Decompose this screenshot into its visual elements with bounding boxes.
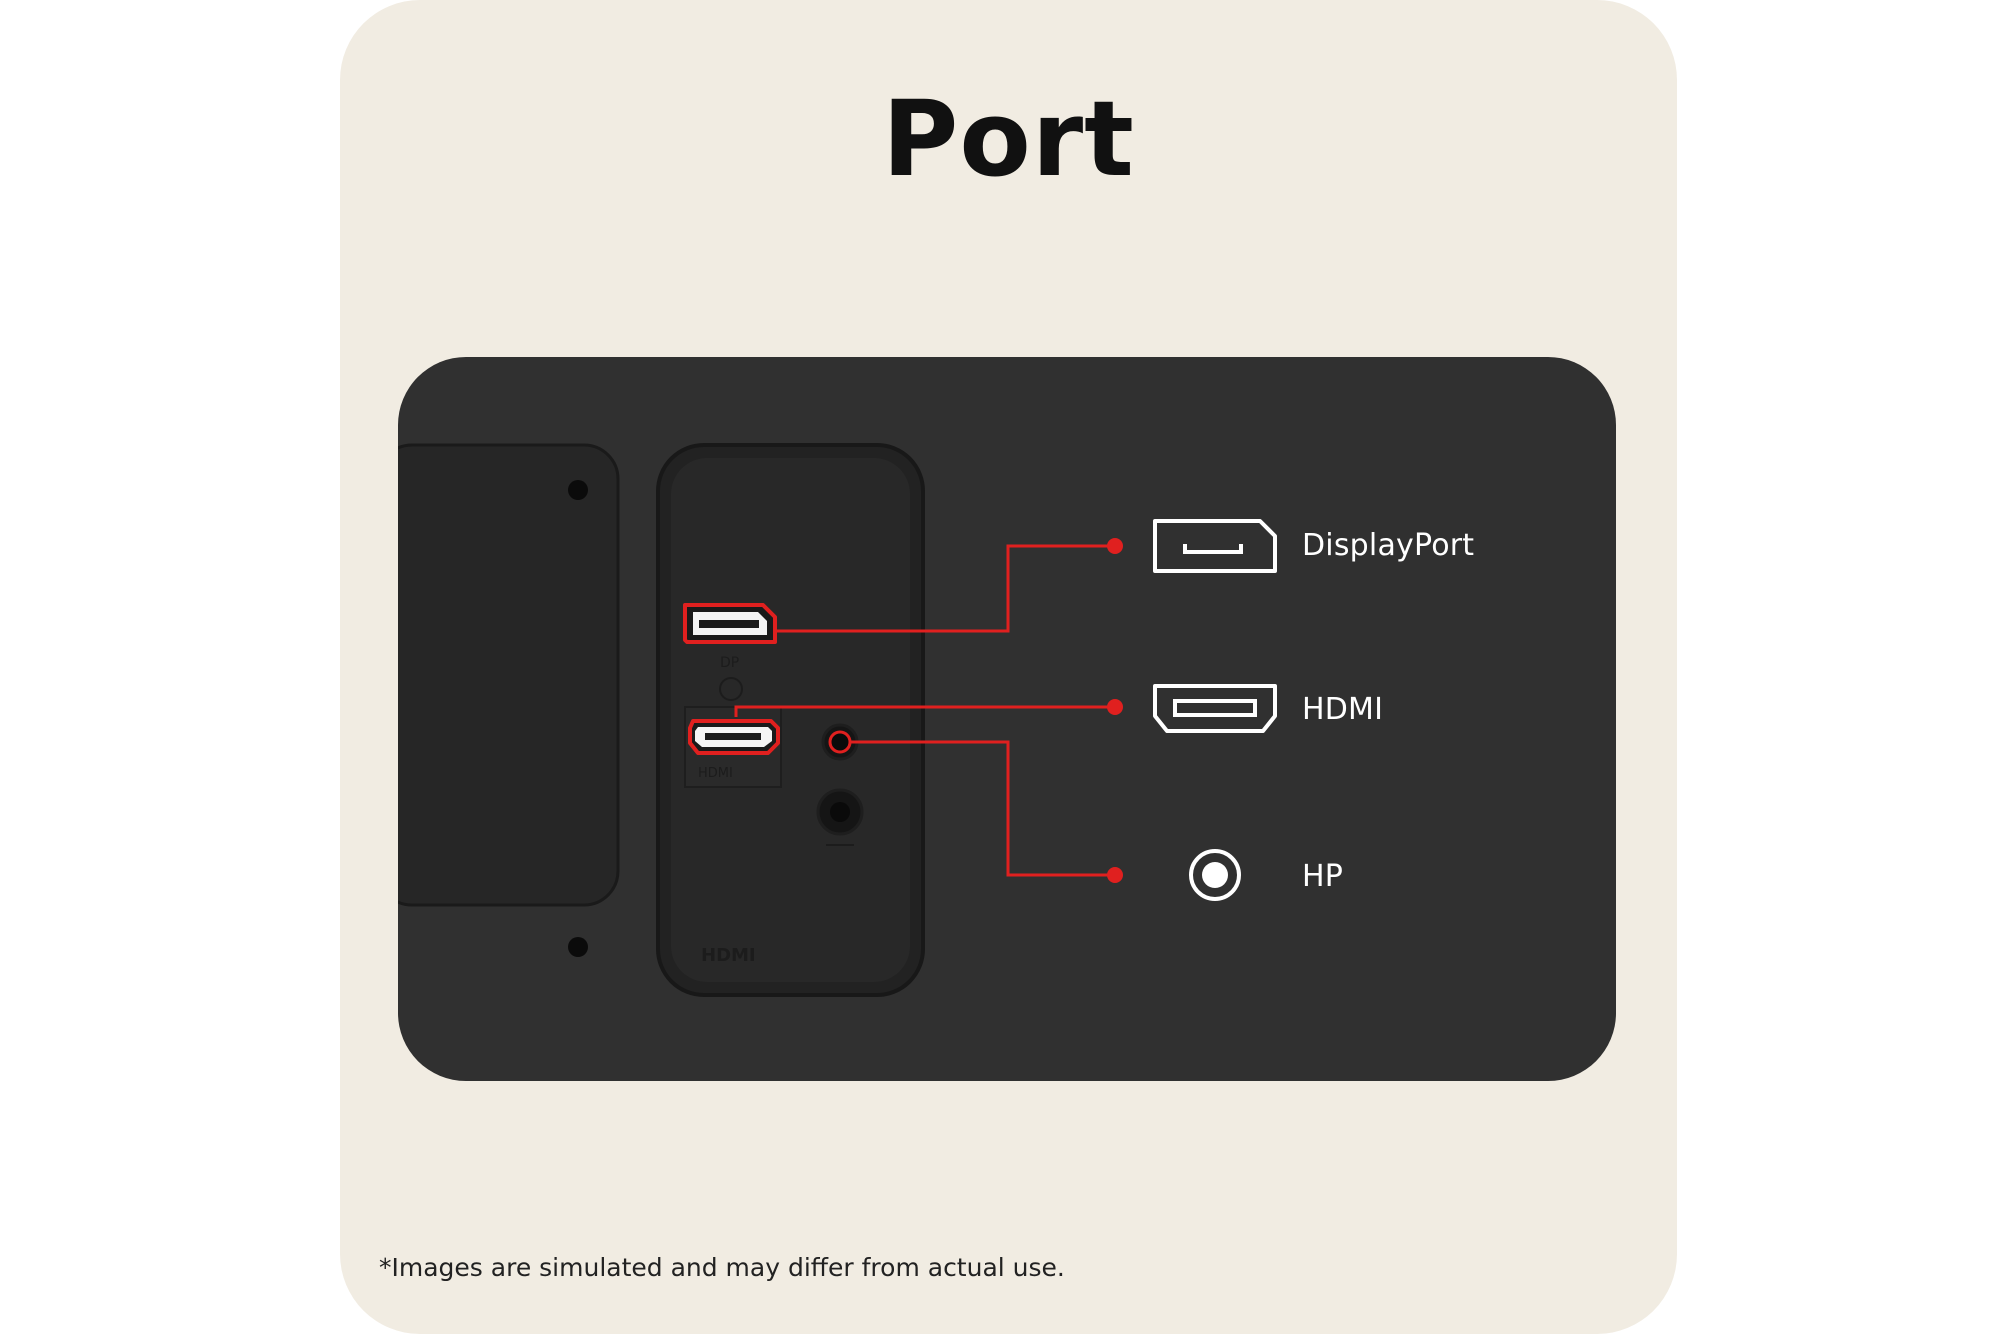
port-recess: [656, 443, 925, 997]
hdmi-icon: [1153, 684, 1277, 733]
page-title: Port: [882, 78, 1135, 200]
headphone-jack: [816, 723, 864, 846]
dp-port: DP: [683, 603, 777, 701]
cover-plate: [398, 443, 620, 957]
hdmi-port-housing: HDMI: [684, 706, 782, 788]
monitor-back-panel: DP HDMI HDMI: [398, 357, 1616, 1081]
hp-callout-dot: [1107, 867, 1123, 883]
displayport-icon: [1153, 519, 1277, 573]
svg-text:HDMI: HDMI: [698, 766, 733, 781]
screw-hole: [568, 937, 588, 957]
headphone-icon: [1189, 849, 1241, 901]
displayport-label: DisplayPort: [1302, 528, 1475, 563]
disclaimer-footnote: *Images are simulated and may differ fro…: [379, 1253, 1065, 1282]
dp-callout-dot: [1107, 538, 1123, 554]
svg-text:DP: DP: [720, 655, 739, 671]
hdmi-callout-dot: [1107, 699, 1123, 715]
hdmi-logo-emboss: HDMI: [701, 945, 756, 966]
hdmi-label: HDMI: [1302, 692, 1384, 727]
connector-lines: [734, 544, 1113, 877]
hp-label: HP: [1302, 859, 1344, 894]
